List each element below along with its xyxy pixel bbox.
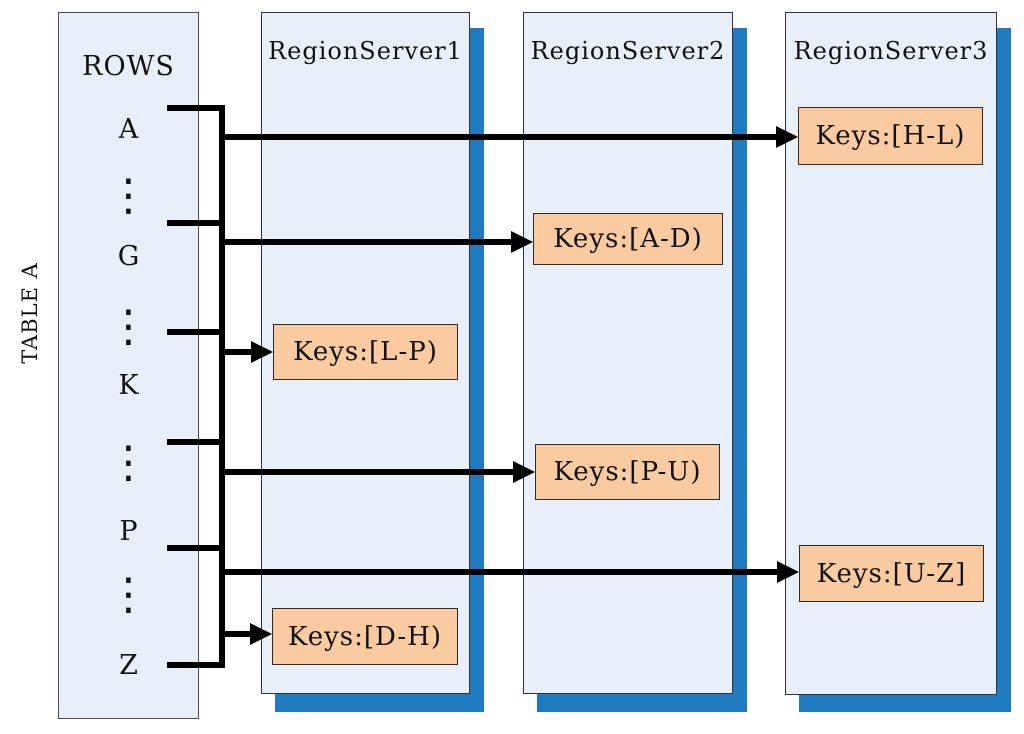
- tick-row-g: [167, 220, 222, 226]
- tick-row-k: [167, 329, 222, 335]
- region-server-2-box: RegionServer2: [523, 12, 733, 694]
- row-dots-2: ⋮: [106, 301, 151, 352]
- table-a-label: TABLE A: [18, 262, 42, 364]
- tick-row-p1: [167, 439, 222, 445]
- rows-title: ROWS: [82, 51, 175, 82]
- arrow-line-to-rs1-lp: [222, 349, 253, 355]
- row-letter-g: G: [117, 241, 140, 272]
- region-keys-d-h: Keys:[D-H): [272, 608, 458, 665]
- arrow-line-to-rs2-ad: [222, 239, 513, 245]
- tick-row-a: [167, 105, 222, 111]
- arrow-head-to-rs3-uz: [777, 561, 799, 583]
- row-dots-1: ⋮: [106, 170, 151, 221]
- row-dots-4: ⋮: [106, 569, 151, 620]
- arrow-head-to-rs1-dh: [250, 623, 272, 645]
- region-keys-l-p: Keys:[L-P): [273, 324, 458, 380]
- arrow-line-to-rs1-dh: [222, 631, 252, 637]
- arrow-line-to-rs2-pu: [222, 469, 515, 475]
- region-server-3-label: RegionServer3: [793, 37, 989, 65]
- tick-row-z: [167, 662, 222, 668]
- rows-panel: ROWS A ⋮ G ⋮ K ⋮ P ⋮ Z: [58, 12, 199, 719]
- row-dots-3: ⋮: [106, 437, 151, 488]
- row-letter-p: P: [119, 516, 138, 547]
- region-keys-u-z: Keys:[U-Z]: [799, 545, 984, 602]
- region-server-2-label: RegionServer2: [530, 37, 726, 65]
- arrow-head-to-rs3-hl: [776, 126, 798, 148]
- region-keys-h-l: Keys:[H-L): [798, 107, 983, 165]
- region-server-1-label: RegionServer1: [268, 37, 463, 65]
- row-letter-a: A: [118, 114, 139, 145]
- row-letter-z: Z: [119, 650, 138, 681]
- region-keys-p-u: Keys:[P-U): [535, 444, 720, 500]
- arrow-line-to-rs3-uz: [222, 569, 779, 575]
- trunk-line: [219, 105, 225, 668]
- arrow-head-to-rs2-pu: [513, 461, 535, 483]
- arrow-head-to-rs1-lp: [251, 341, 273, 363]
- arrow-line-to-rs3-hl: [222, 134, 780, 140]
- tick-row-p2: [167, 545, 222, 551]
- row-letter-k: K: [118, 370, 139, 401]
- arrow-head-to-rs2-ad: [511, 231, 533, 253]
- region-keys-a-d: Keys:[A-D): [533, 213, 723, 265]
